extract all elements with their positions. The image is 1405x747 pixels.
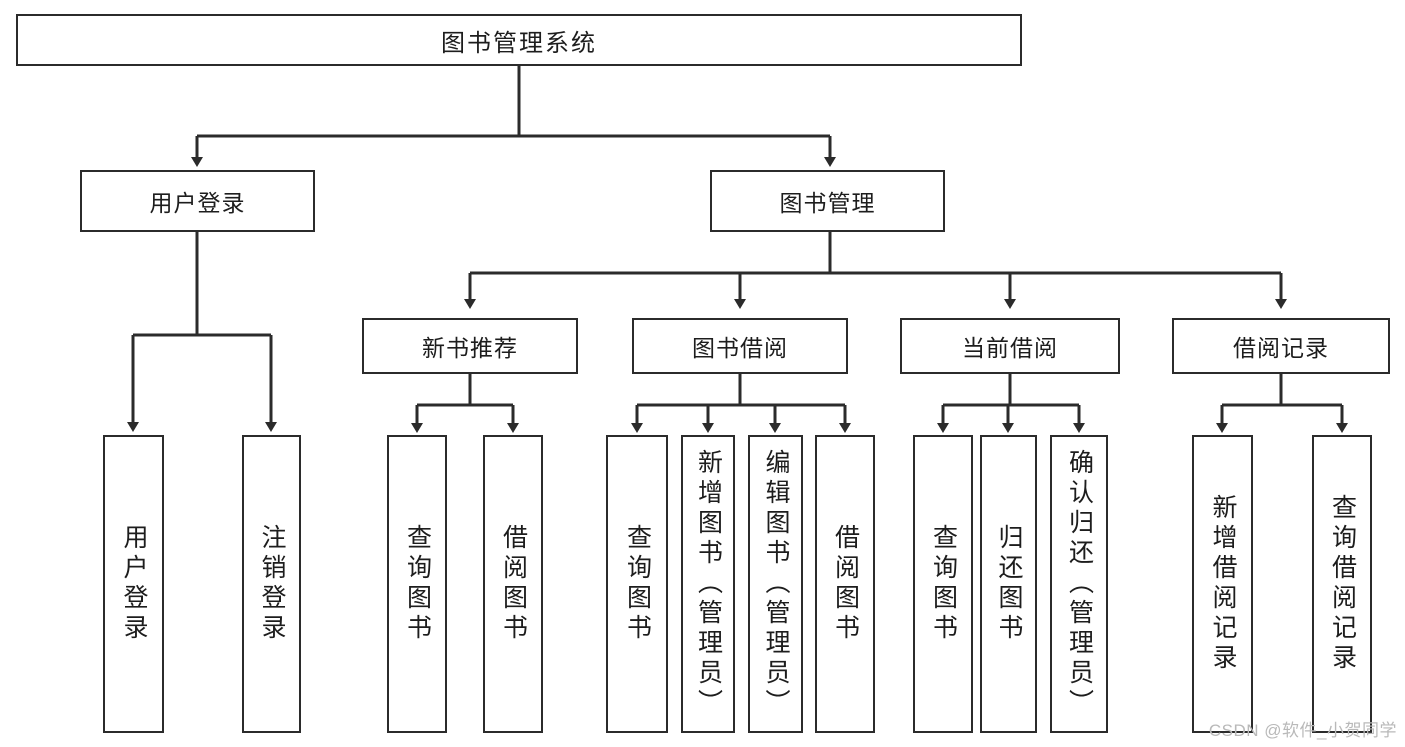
node-new-book-recommend[interactable]: 新书推荐 — [362, 318, 578, 374]
leaf-query-book-new[interactable]: 查询图书 — [387, 435, 447, 733]
leaf-query-borrow-record[interactable]: 查询借阅记录 — [1312, 435, 1372, 733]
node-current-borrow[interactable]: 当前借阅 — [900, 318, 1120, 374]
node-root-system[interactable]: 图书管理系统 — [16, 14, 1022, 66]
node-borrow-record[interactable]: 借阅记录 — [1172, 318, 1390, 374]
watermark: CSDN @软件_小贺同学 — [1208, 721, 1397, 740]
leaf-user-login[interactable]: 用户登录 — [103, 435, 164, 733]
node-book-management[interactable]: 图书管理 — [710, 170, 945, 232]
leaf-borrow-book[interactable]: 借阅图书 — [815, 435, 875, 733]
leaf-borrow-book-new[interactable]: 借阅图书 — [483, 435, 543, 733]
leaf-logout-login[interactable]: 注销登录 — [242, 435, 301, 733]
leaf-query-book-current[interactable]: 查询图书 — [913, 435, 973, 733]
leaf-confirm-return-admin[interactable]: 确认归还（管理员） — [1050, 435, 1108, 733]
leaf-add-book-admin[interactable]: 新增图书（管理员） — [681, 435, 735, 733]
leaf-add-borrow-record[interactable]: 新增借阅记录 — [1192, 435, 1253, 733]
node-user-login[interactable]: 用户登录 — [80, 170, 315, 232]
leaf-edit-book-admin[interactable]: 编辑图书（管理员） — [748, 435, 803, 733]
leaf-return-book[interactable]: 归还图书 — [980, 435, 1037, 733]
node-book-borrow[interactable]: 图书借阅 — [632, 318, 848, 374]
leaf-query-book[interactable]: 查询图书 — [606, 435, 668, 733]
